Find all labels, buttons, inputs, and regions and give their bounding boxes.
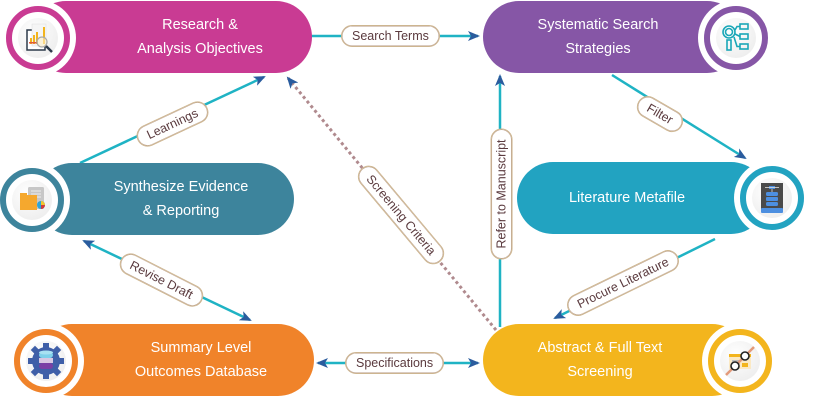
node-metafile-label: Literature Metafile	[568, 190, 686, 206]
node-screening-label: Abstract & Full Text Screening	[537, 340, 663, 380]
node-research[interactable]: Research & Analysis Objectives	[30, 1, 312, 73]
node-metafile[interactable]: Literature Metafile	[517, 162, 767, 234]
document-screening-icon	[720, 341, 760, 381]
report-magnifier-icon	[18, 18, 58, 58]
node-metafile-icon-ring	[734, 160, 810, 236]
connector-label-refer: Refer to Manuscript	[490, 128, 513, 260]
node-screening-icon-ring	[702, 323, 778, 399]
node-synthesize[interactable]: Synthesize Evidence & Reporting	[36, 163, 294, 235]
node-database-label: Summary Level Outcomes Database	[134, 340, 268, 380]
node-screening[interactable]: Abstract & Full Text Screening	[483, 324, 748, 396]
node-research-label: Research & Analysis Objectives	[137, 17, 263, 57]
node-synthesize-label: Synthesize Evidence & Reporting	[113, 179, 249, 219]
node-database[interactable]: Summary Level Outcomes Database	[36, 324, 314, 396]
database-book-icon	[752, 178, 792, 218]
connector-label-search-terms: Search Terms	[341, 25, 440, 47]
database-gear-icon	[26, 341, 66, 381]
node-database-icon-ring	[8, 323, 84, 399]
connector-label-specifications: Specifications	[345, 352, 445, 374]
node-research-icon-ring	[0, 0, 76, 76]
folder-chart-icon	[12, 180, 52, 220]
node-synthesize-icon-ring	[0, 162, 70, 238]
node-search-label: Systematic Search Strategies	[537, 17, 659, 57]
node-search-icon-ring	[698, 0, 774, 76]
search-tree-icon	[716, 18, 756, 58]
